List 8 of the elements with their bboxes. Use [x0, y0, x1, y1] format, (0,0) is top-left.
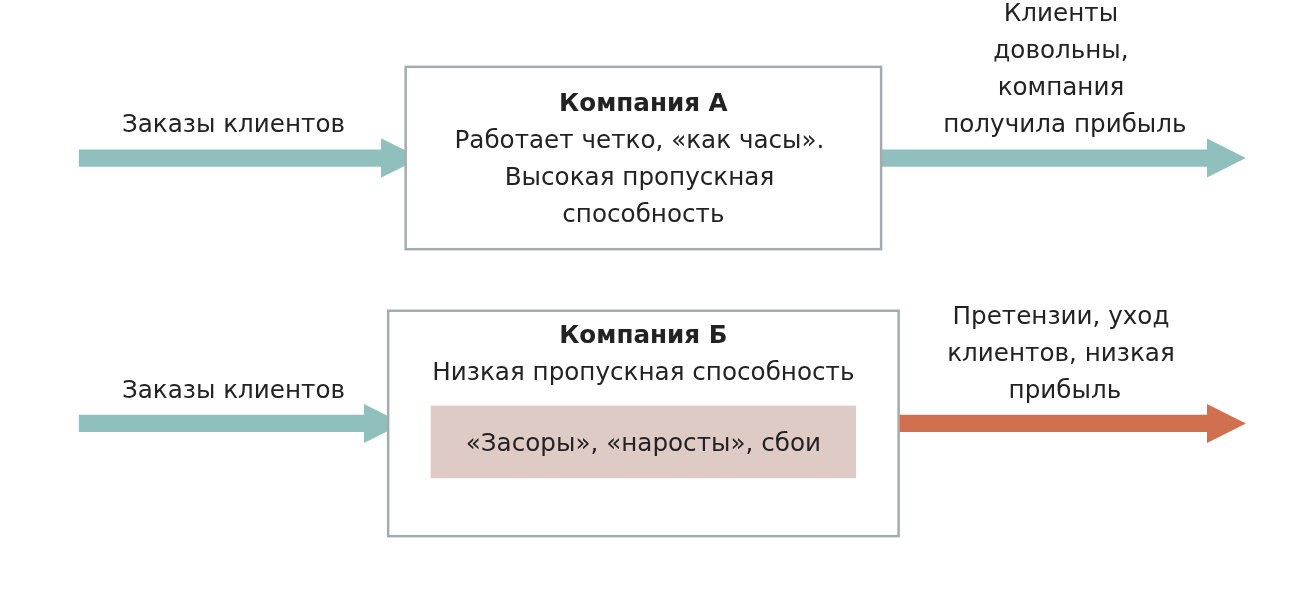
edge-label: Клиенты довольны, компания получила прибыль — [943, 0, 1187, 139]
edge-label: Заказы клиентов — [121, 374, 346, 404]
node-box: «Засоры», «наросты», сбои — [430, 405, 857, 479]
arrow — [881, 138, 1246, 178]
edge-label: Заказы клиентов — [121, 108, 346, 139]
edge-label: Претензии, уход клиентов, низкая прибыль — [947, 300, 1175, 404]
arrow — [898, 403, 1246, 444]
node-box: Компания А Работает четко, «как часы». Высокая пропускная способность — [404, 65, 883, 251]
